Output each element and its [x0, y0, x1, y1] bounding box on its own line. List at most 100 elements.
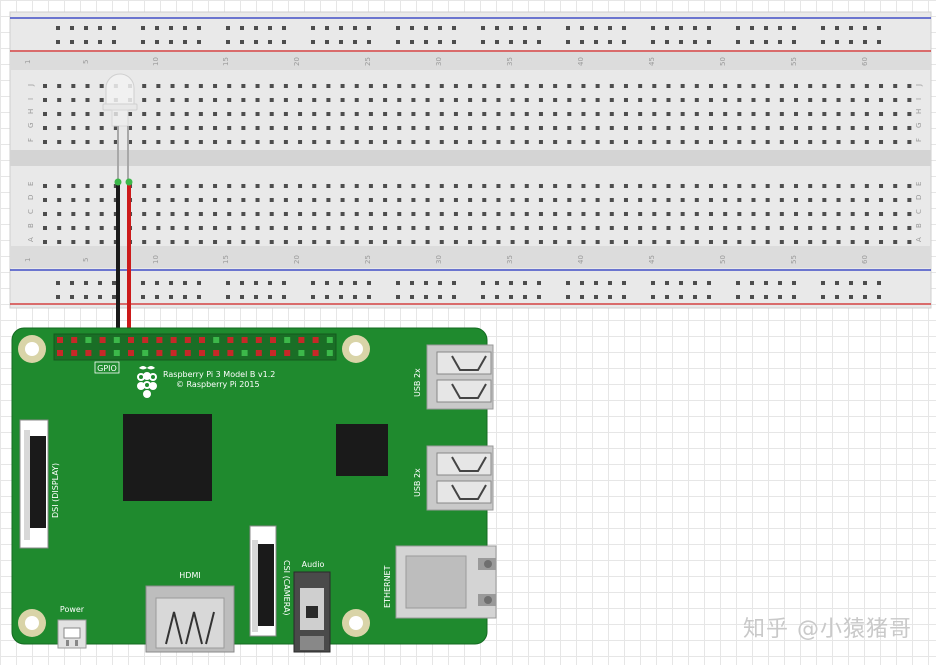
breadboard-hole — [893, 112, 898, 116]
gpio-pin[interactable] — [184, 350, 191, 356]
gpio-pins[interactable] — [57, 337, 333, 356]
gpio-pin[interactable] — [312, 337, 319, 343]
breadboard-hole — [623, 84, 628, 88]
col-number: 5 — [82, 258, 90, 262]
dsi-display-connector[interactable] — [19, 419, 49, 549]
gpio-pin[interactable] — [184, 337, 191, 343]
gpio-pin[interactable] — [142, 350, 149, 356]
breadboard-hole — [254, 295, 258, 299]
breadboard-hole — [298, 126, 303, 130]
breadboard-hole — [850, 84, 855, 88]
gpio-pin[interactable] — [128, 337, 134, 343]
breadboard-hole — [227, 198, 232, 202]
gpio-pin[interactable] — [113, 337, 120, 343]
breadboard-hole — [737, 112, 742, 116]
gpio-pin[interactable] — [85, 337, 92, 343]
gpio-pin[interactable] — [213, 350, 220, 356]
breadboard-hole — [736, 281, 740, 285]
breadboard-hole — [43, 140, 47, 144]
breadboard-hole — [112, 40, 116, 44]
breadboard-hole — [183, 281, 187, 285]
gpio-pin[interactable] — [113, 350, 120, 356]
gpio-pin[interactable] — [71, 350, 78, 356]
breadboard-hole — [835, 295, 839, 299]
gpio-pin[interactable] — [199, 350, 205, 356]
gpio-pin[interactable] — [128, 350, 134, 356]
gpio-pin[interactable] — [71, 337, 78, 343]
breadboard-hole — [736, 26, 740, 30]
breadboard-hole — [255, 240, 260, 244]
gpio-pin[interactable] — [298, 350, 305, 356]
gpio-pin[interactable] — [156, 350, 163, 356]
usb-port-1[interactable] — [426, 344, 494, 410]
gpio-pin[interactable] — [57, 337, 63, 343]
ethernet-port[interactable] — [395, 545, 497, 619]
breadboard-hole — [652, 126, 657, 130]
power-port[interactable] — [57, 619, 87, 649]
breadboard-hole — [609, 84, 614, 88]
breadboard-hole — [581, 212, 586, 216]
gpio-pin[interactable] — [255, 350, 262, 356]
gpio-pin[interactable] — [255, 337, 262, 343]
gpio-pin[interactable] — [99, 350, 106, 356]
breadboard-hole — [213, 112, 218, 116]
gpio-pin[interactable] — [284, 350, 291, 356]
gpio-pin[interactable] — [142, 337, 149, 343]
col-number: 35 — [506, 57, 514, 66]
gpio-pin[interactable] — [170, 350, 177, 356]
usb-port-2[interactable] — [426, 445, 494, 511]
gpio-pin[interactable] — [170, 337, 177, 343]
breadboard-hole — [850, 198, 855, 202]
breadboard-hole — [537, 281, 541, 285]
gpio-pin[interactable] — [213, 337, 220, 343]
gpio-pin[interactable] — [270, 350, 276, 356]
breadboard-hole — [864, 98, 869, 102]
breadboard-hole — [482, 140, 487, 144]
breadboard-hole — [794, 126, 799, 130]
breadboard-hole — [879, 126, 884, 130]
gpio-pin[interactable] — [85, 350, 92, 356]
breadboard-hole — [354, 212, 359, 216]
breadboard-hole — [652, 240, 657, 244]
breadboard-hole — [439, 84, 444, 88]
breadboard-hole — [566, 26, 570, 30]
breadboard-hole — [623, 198, 628, 202]
breadboard-hole — [608, 40, 612, 44]
breadboard-hole — [397, 184, 402, 188]
gpio-pin[interactable] — [326, 337, 333, 343]
breadboard-hole — [764, 26, 768, 30]
gpio-pin[interactable] — [241, 350, 248, 356]
breadboard-hole — [765, 240, 770, 244]
breadboard-hole — [156, 240, 161, 244]
breadboard-hole — [128, 140, 133, 144]
csi-camera-connector[interactable] — [249, 525, 277, 637]
gpio-pin[interactable] — [99, 337, 106, 343]
gpio-pin[interactable] — [241, 337, 248, 343]
hdmi-port[interactable] — [145, 585, 235, 653]
breadboard-hole — [581, 140, 586, 144]
gpio-pin[interactable] — [227, 337, 234, 343]
breadboard-hole — [312, 140, 317, 144]
gpio-pin[interactable] — [312, 350, 319, 356]
breadboard-hole — [849, 26, 853, 30]
breadboard-hole — [864, 126, 869, 130]
breadboard-hole — [255, 198, 260, 202]
gpio-pin[interactable] — [270, 337, 276, 343]
breadboard-hole — [241, 184, 246, 188]
breadboard-hole — [723, 112, 728, 116]
gpio-pin[interactable] — [156, 337, 163, 343]
breadboard-hole — [411, 184, 416, 188]
gpio-pin[interactable] — [227, 350, 234, 356]
gpio-pin[interactable] — [326, 350, 333, 356]
gpio-pin[interactable] — [298, 337, 305, 343]
led[interactable] — [102, 73, 138, 182]
gpio-pin[interactable] — [199, 337, 205, 343]
breadboard-hole — [56, 26, 60, 30]
gpio-pin[interactable] — [284, 337, 291, 343]
gpio-pin[interactable] — [57, 350, 63, 356]
col-number: 60 — [861, 57, 869, 66]
breadboard-hole — [496, 240, 501, 244]
breadboard-hole — [778, 26, 782, 30]
breadboard-hole — [580, 40, 584, 44]
audio-jack[interactable] — [293, 571, 331, 653]
